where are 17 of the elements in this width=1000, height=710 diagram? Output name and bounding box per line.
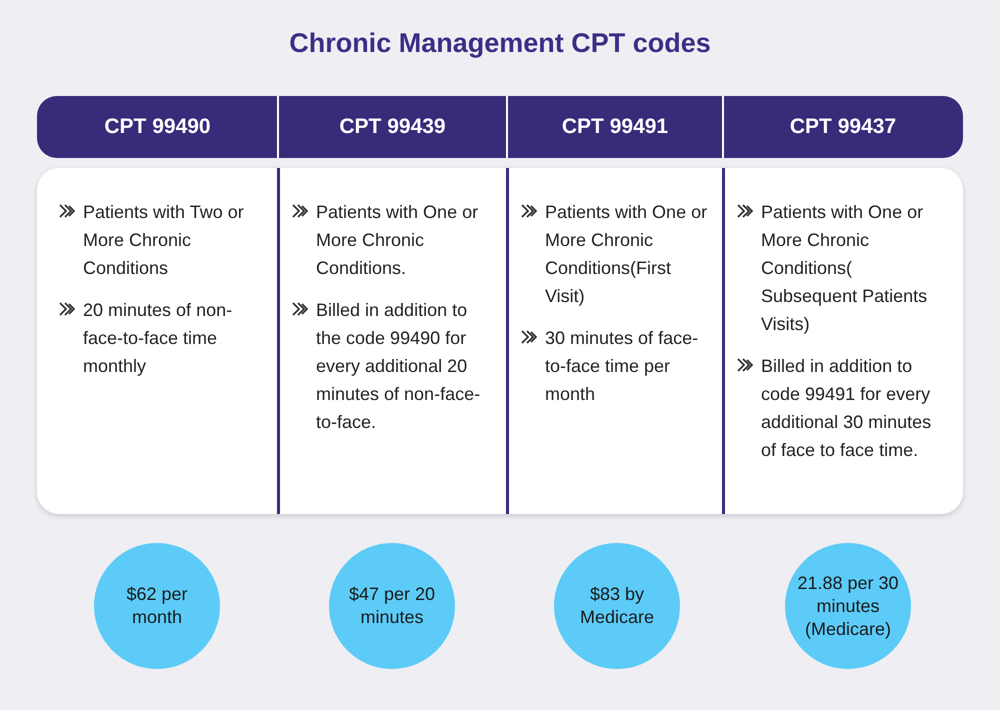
bullet-text: Billed in addition to code 99491 for every additional 30 minutes of face to face time. (761, 355, 932, 462)
bullet-text: Patients with One or More Chronic Conditions. (316, 201, 480, 280)
column-header: CPT 99490 (37, 96, 278, 158)
price-circle: $83 by Medicare (554, 543, 680, 669)
price-circle: $62 per month (94, 543, 220, 669)
column-header: CPT 99437 (723, 96, 963, 158)
price-circle: $47 per 20 minutes (329, 543, 455, 669)
column-header: CPT 99439 (278, 96, 507, 158)
price-circle: 21.88 per 30 minutes (Medicare) (785, 543, 911, 669)
bullet-text: 30 minutes of face-to-face time per month (545, 327, 700, 406)
bullet-text: 20 minutes of non-face-to-face time monthly (83, 299, 234, 378)
bullet-text: Patients with Two or More Chronic Conditions (83, 201, 245, 280)
column-header: CPT 99491 (507, 96, 723, 158)
bullet-text: Billed in addition to the code 99490 for every additional 20 minutes of non-face-to-face. (316, 299, 482, 434)
bullet-text: Patients with One or More Chronic Conditions(First Visit) (545, 201, 708, 308)
title: Chronic Management CPT codes (288, 28, 712, 59)
bullet-text: Patients with One or More Chronic Conditions( Subsequent Patients Visits) (761, 201, 928, 336)
